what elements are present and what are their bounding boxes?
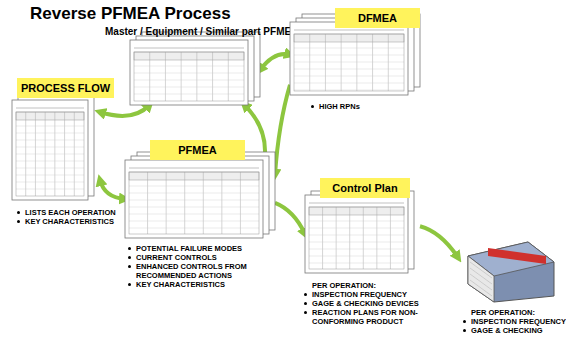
list-heading: PER OPERATION: — [303, 281, 453, 290]
document-node: DFMEAHIGH RPNs — [290, 22, 420, 95]
bullet-item: INSPECTION FREQUENCY — [303, 290, 453, 299]
diagram-title: Reverse PFMEA Process — [30, 4, 231, 24]
bullet-item: GAGE & CHECKING DEVICES — [303, 299, 453, 308]
document-stack — [12, 100, 100, 200]
document-node: PFMEAPOTENTIAL FAILURE MODESCURRENT CONT… — [125, 160, 275, 238]
document-node: PROCESS FLOWLISTS EACH OPERATIONKEY CHAR… — [12, 100, 100, 200]
bullet-item: CURRENT CONTROLS — [127, 253, 277, 262]
bullet-item: GAGE & CHECKING — [462, 326, 566, 335]
bullet-list: PER OPERATION:INSPECTION FREQUENCYGAGE &… — [303, 281, 453, 326]
document-node: Control PlanPER OPERATION:INSPECTION FRE… — [305, 195, 420, 273]
document-stack — [130, 40, 260, 105]
flow-arrow — [275, 203, 305, 234]
manual-book — [458, 238, 558, 303]
bullet-item: ENHANCED CONTROLS FROM RECOMMENDED ACTIO… — [127, 262, 277, 280]
bullet-item: LISTS EACH OPERATION — [16, 208, 131, 217]
bullet-list: PER OPERATION:INSPECTION FREQUENCYGAGE &… — [462, 308, 566, 335]
document-node: Master / Equipment / Similar part PFMEA — [130, 40, 260, 105]
bullet-item: INSPECTION FREQUENCY — [462, 317, 566, 326]
flow-arrow — [100, 105, 150, 116]
document-heading: PFMEA — [150, 140, 245, 160]
bullet-item: KEY CHARACTERISTICS — [16, 217, 131, 226]
flow-arrow — [260, 54, 290, 70]
document-stack — [305, 195, 420, 273]
flow-arrow — [100, 180, 125, 199]
bullet-list: HIGH RPNs — [310, 102, 420, 111]
document-heading: PROCESS FLOW — [17, 78, 114, 98]
bullet-item: HIGH RPNs — [310, 102, 420, 111]
flow-arrow — [420, 226, 458, 257]
bullet-item: POTENTIAL FAILURE MODES — [127, 244, 277, 253]
document-heading: Master / Equipment / Similar part PFMEA — [105, 26, 298, 37]
bullet-list: POTENTIAL FAILURE MODESCURRENT CONTROLSE… — [127, 244, 277, 289]
bullet-item: KEY CHARACTERISTICS — [127, 280, 277, 289]
bullet-list: LISTS EACH OPERATIONKEY CHARACTERISTICS — [16, 208, 131, 226]
document-heading: DFMEA — [335, 8, 420, 28]
manual-node: PER OPERATION:INSPECTION FREQUENCYGAGE &… — [458, 238, 558, 303]
document-stack — [290, 22, 420, 95]
flow-arrow — [275, 85, 290, 175]
list-heading: PER OPERATION: — [462, 308, 566, 317]
document-heading: Control Plan — [320, 178, 410, 198]
document-stack — [125, 160, 275, 238]
bullet-item: REACTION PLANS FOR NON-CONFORMING PRODUC… — [303, 308, 453, 326]
